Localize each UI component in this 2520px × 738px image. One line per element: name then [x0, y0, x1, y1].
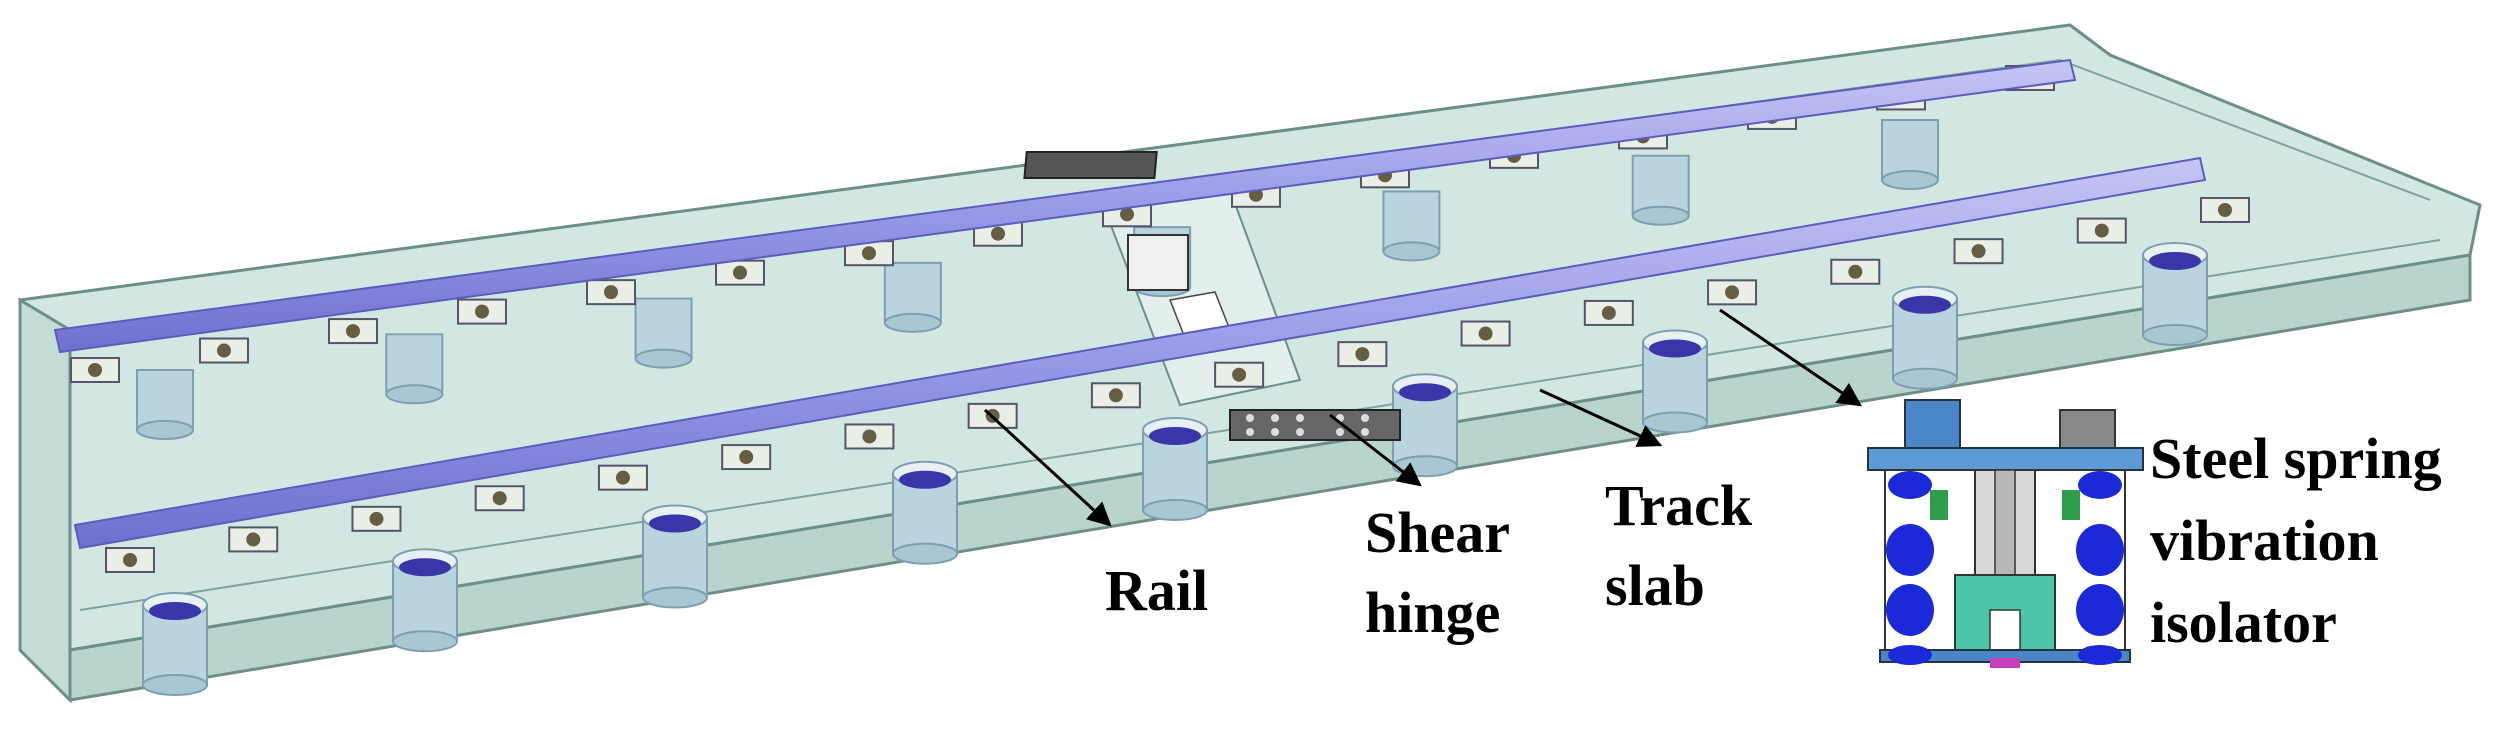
label-shear-hinge-line2: hinge [1365, 580, 1500, 645]
isolator-well [1382, 190, 1441, 262]
shear-hinge-plate-vertical [1127, 234, 1189, 291]
isolator-well [136, 369, 194, 440]
arrow-icon [1539, 388, 1663, 447]
isolator-wells [136, 119, 2208, 696]
label-track-slab-line1: Track [1605, 473, 1753, 538]
rail-fastener-icon [228, 526, 279, 553]
rail-fastener-icon [328, 318, 378, 345]
rail-fastener-icon [351, 505, 402, 532]
rail-fastener-icon [586, 279, 636, 306]
rail-fastener-icon [2076, 217, 2127, 244]
isolator-well [1392, 373, 1458, 478]
isolator-well [634, 297, 693, 369]
rail-fastener-icon [1460, 320, 1511, 347]
shear-hinge-plate-bottom [1229, 409, 1401, 441]
isolator-well [883, 261, 942, 333]
rail-fastener-icon [1214, 361, 1265, 388]
rails [53, 58, 2207, 550]
rail-fastener-icon [474, 485, 525, 512]
isolator-well [892, 460, 958, 565]
rail-fastener-icon [1090, 382, 1141, 409]
rail-fastener-icon [597, 464, 648, 491]
rail-fastener-icon [721, 444, 772, 471]
rail-fastener-icon [105, 547, 155, 573]
rail-fastener-icon [1337, 341, 1388, 368]
arrow-icon [983, 408, 1112, 527]
isolator-well [385, 333, 444, 405]
rail-fastener-icon [844, 423, 895, 450]
rail-back [53, 58, 2077, 354]
rail-fastener-icon [1830, 258, 1881, 285]
isolator-well [2142, 242, 2208, 346]
label-isolator-line2: vibration [2150, 508, 2379, 573]
arrow-icon [1329, 413, 1422, 487]
isolator-well [642, 504, 708, 609]
leader-arrows [983, 308, 1862, 527]
rail-fastener-icon [70, 357, 120, 383]
label-isolator-line3: isolator [2150, 590, 2337, 655]
label-track-slab-line2: slab [1605, 553, 1705, 618]
isolator-well [1892, 285, 1958, 390]
rail-fastener-icon [1953, 238, 2004, 265]
rail-fastener-icon [199, 337, 249, 364]
isolator-well [1631, 154, 1690, 226]
rail-front [73, 156, 2207, 550]
isolator-well [142, 592, 208, 696]
label-rail: Rail [1105, 558, 1208, 623]
rail-fastener-icon [715, 259, 765, 286]
diagram-labels: Rail Shear hinge Track slab Steel spring… [1105, 426, 2442, 655]
label-isolator-line1: Steel spring [2150, 426, 2442, 491]
shear-hinge-plate-top [1023, 151, 1158, 179]
rail-fastener-icon [1707, 279, 1758, 306]
steel-spring-isolator-icon [1867, 399, 2144, 668]
isolator-well [1881, 119, 1939, 190]
arrow-icon [1719, 308, 1862, 407]
rail-fastener-icon [2200, 197, 2250, 223]
slab-left-face [18, 297, 72, 704]
isolator-well [1142, 417, 1208, 521]
rail-fastener-icon [457, 298, 507, 325]
isolator-well [392, 548, 458, 653]
shear-hinge-plates [1023, 151, 1401, 441]
label-shear-hinge-line1: Shear [1365, 500, 1510, 565]
isolator-well [1642, 329, 1708, 434]
rail-fastener-icon [1583, 299, 1634, 326]
